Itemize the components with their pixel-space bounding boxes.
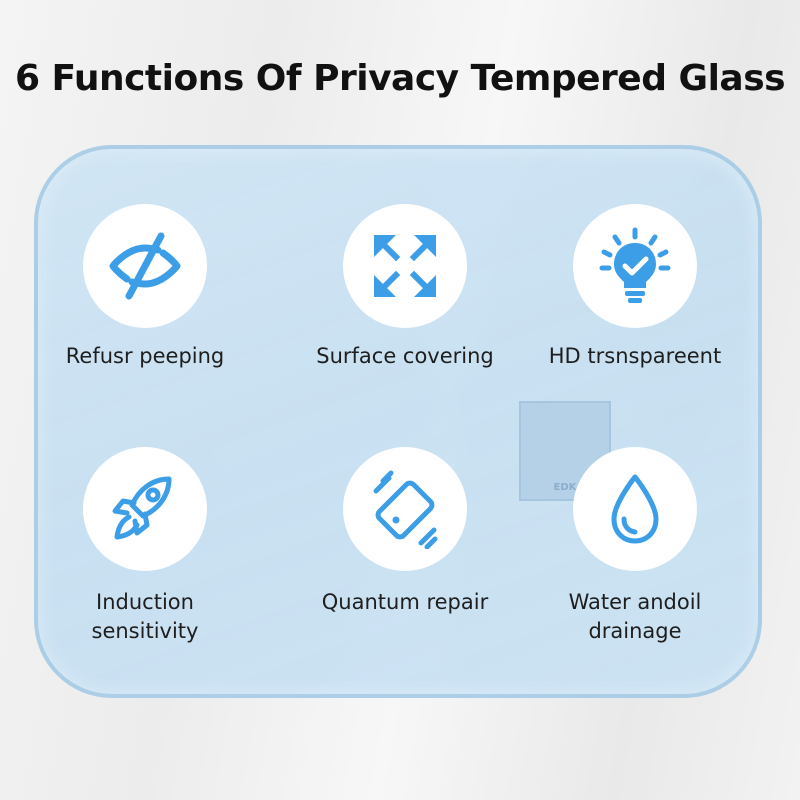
feature-label: Water andoil drainage: [568, 590, 702, 643]
feature-hd-transparent: HD trsnspareent: [520, 204, 750, 404]
feature-icon-circle: [573, 204, 697, 328]
watermark-text: EDK: [553, 482, 577, 493]
feature-induction-sensitivity: Induction sensitivity: [30, 447, 260, 647]
feature-icon-circle: [83, 447, 207, 571]
feature-label: Induction sensitivity: [91, 590, 199, 643]
feature-refuse-peeping: Refusr peeping: [30, 204, 260, 404]
feature-icon-circle: [83, 204, 207, 328]
feature-surface-covering: Surface covering: [290, 204, 520, 404]
feature-label: Quantum repair: [321, 590, 489, 614]
phone-repair-icon: [373, 470, 438, 549]
eye-slash-icon: [109, 232, 181, 300]
rocket-icon: [112, 476, 172, 540]
feature-icon-circle: [343, 204, 467, 328]
page-title: 6 Functions Of Privacy Tempered Glass: [14, 58, 786, 99]
feature-icon-circle: [343, 447, 467, 571]
feature-label: Refusr peeping: [65, 344, 225, 368]
watermark-logo: EDK: [519, 401, 611, 501]
feature-label: HD trsnspareent: [548, 344, 722, 368]
feature-icon-circle: [573, 447, 697, 571]
feature-water-oil-drainage: Water andoil drainage: [520, 447, 750, 647]
feature-label: Surface covering: [316, 344, 494, 368]
feature-quantum-repair: Quantum repair: [290, 447, 520, 647]
expand-arrows-icon: [374, 235, 436, 297]
lightbulb-check-icon: [599, 227, 671, 303]
water-drop-icon: [611, 474, 659, 544]
